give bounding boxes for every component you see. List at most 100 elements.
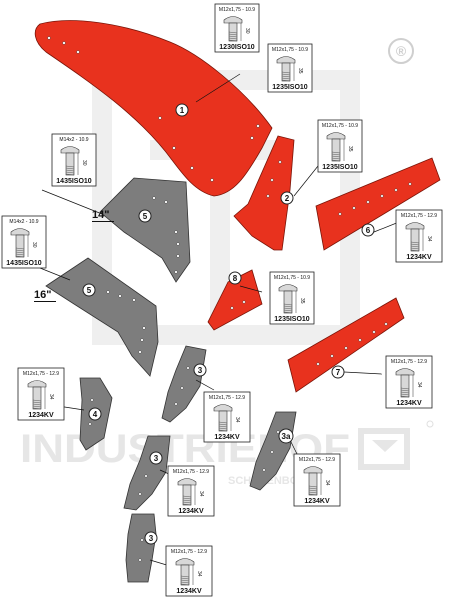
bubble-part-1[interactable]: 1 bbox=[175, 103, 189, 117]
bolt-head-icon bbox=[60, 146, 80, 154]
bolt-spec: M12x1,75 - 12.9 bbox=[173, 469, 209, 475]
bolt-length: 30 bbox=[31, 242, 37, 248]
bubble-part-3-lower[interactable]: 3 bbox=[144, 531, 158, 545]
bolt-spec: M12x1,75 - 12.9 bbox=[171, 549, 207, 555]
part-8-plate[interactable] bbox=[207, 269, 263, 331]
bolt-head-icon bbox=[326, 132, 346, 140]
registered-mark: ® bbox=[396, 43, 407, 59]
bolt-thread-icon bbox=[15, 247, 25, 250]
bolt-thread-icon bbox=[283, 305, 293, 308]
bolt-code: 1230ISO10 bbox=[219, 44, 255, 51]
bubble-part-4[interactable]: 4 bbox=[88, 407, 102, 421]
svg-text:6: 6 bbox=[366, 226, 371, 235]
bolt-thread-icon bbox=[228, 33, 238, 36]
bolt-spec: M12x1,75 - 12.9 bbox=[391, 359, 427, 365]
bolt-thread-icon bbox=[15, 249, 25, 252]
bolt-callout[interactable]: M12x1,75 - 10.9 30 1230ISO10 bbox=[214, 3, 260, 53]
bolt-thread-icon bbox=[228, 35, 238, 38]
bolt-thread-icon bbox=[182, 499, 192, 502]
bubble-part-5-lower[interactable]: 5 bbox=[82, 283, 96, 297]
part-5-landside-16[interactable] bbox=[39, 257, 159, 377]
bolt-code: 1435ISO10 bbox=[6, 260, 42, 267]
bubble-part-3-middle[interactable]: 3 bbox=[149, 451, 163, 465]
part-2-extension[interactable] bbox=[233, 135, 319, 251]
share-point-lower-shape bbox=[125, 513, 157, 583]
bolt-code: 1235ISO10 bbox=[274, 316, 310, 323]
bolt-head-icon bbox=[10, 228, 30, 236]
bolt-thread-icon bbox=[32, 401, 42, 404]
bolt-thread-icon bbox=[331, 155, 341, 158]
bolt-thread-icon bbox=[15, 251, 25, 254]
bolt-thread-icon bbox=[182, 501, 192, 504]
registered-mark-icon bbox=[388, 38, 414, 64]
size-label-16: 16" bbox=[34, 289, 51, 301]
svg-text:8: 8 bbox=[233, 274, 238, 283]
bubble-part-7[interactable]: 7 bbox=[331, 365, 345, 379]
bolt-thread-icon bbox=[228, 39, 238, 42]
bolt-thread-icon bbox=[218, 429, 228, 432]
bolt-thread-icon bbox=[15, 255, 25, 258]
bolt-thread-icon bbox=[400, 387, 410, 390]
bolt-thread-icon bbox=[308, 493, 318, 496]
bolt-thread-icon bbox=[331, 153, 341, 156]
bolt-length: 30 bbox=[244, 28, 250, 34]
plate-shape bbox=[207, 269, 263, 331]
part-5-landside-14[interactable] bbox=[41, 177, 191, 283]
bolt-thread-icon bbox=[410, 241, 420, 244]
bolt-code: 1234KV bbox=[396, 400, 422, 407]
svg-text:5: 5 bbox=[87, 286, 92, 295]
bolt-thread-icon bbox=[180, 575, 190, 578]
part-3-upper[interactable] bbox=[161, 345, 215, 423]
part-3-lower[interactable] bbox=[125, 513, 171, 583]
bubble-part-2[interactable]: 2 bbox=[280, 191, 294, 205]
svg-text:2: 2 bbox=[285, 194, 290, 203]
bolt-thread-icon bbox=[32, 407, 42, 410]
bubble-part-6[interactable]: 6 bbox=[361, 223, 375, 237]
bubble-part-3-upper[interactable]: 3 bbox=[193, 363, 207, 377]
bolt-thread-icon bbox=[180, 579, 190, 582]
bolt-code: 1234KV bbox=[28, 412, 54, 419]
bubble-part-8[interactable]: 8 bbox=[228, 271, 242, 285]
bolt-length: 35 bbox=[297, 68, 303, 74]
part-7-share[interactable] bbox=[287, 297, 405, 393]
bolt-thread-icon bbox=[65, 167, 75, 170]
bolt-length: 30 bbox=[81, 160, 87, 166]
size-underline-16 bbox=[34, 301, 56, 302]
bolt-thread-icon bbox=[65, 165, 75, 168]
bolt-head-icon bbox=[213, 404, 233, 412]
bolt-code: 1235ISO10 bbox=[322, 164, 358, 171]
share-upper-shape bbox=[315, 157, 441, 251]
extension-shape bbox=[233, 135, 295, 251]
bolt-spec: M12x1,75 - 10.9 bbox=[274, 275, 310, 281]
svg-text:4: 4 bbox=[93, 410, 98, 419]
bolt-thread-icon bbox=[400, 389, 410, 392]
bolt-shank-icon bbox=[15, 234, 25, 258]
bubble-part-3a[interactable]: 3a bbox=[278, 428, 294, 444]
part-1-mouldboard[interactable] bbox=[34, 20, 273, 197]
bolt-shank-icon bbox=[308, 472, 318, 496]
bolt-spec: M12x1,75 - 10.9 bbox=[219, 7, 255, 13]
bolt-head-icon bbox=[223, 16, 243, 24]
bolt-thread-icon bbox=[65, 169, 75, 172]
bolt-shank-icon bbox=[283, 290, 293, 314]
svg-text:3: 3 bbox=[149, 534, 154, 543]
bolt-thread-icon bbox=[182, 495, 192, 498]
size-underline-14 bbox=[92, 221, 114, 222]
bubble-part-5-upper[interactable]: 5 bbox=[138, 209, 152, 223]
bolt-thread-icon bbox=[218, 425, 228, 428]
bolt-shank-icon bbox=[182, 484, 192, 506]
bolt-length: 34 bbox=[196, 571, 202, 577]
